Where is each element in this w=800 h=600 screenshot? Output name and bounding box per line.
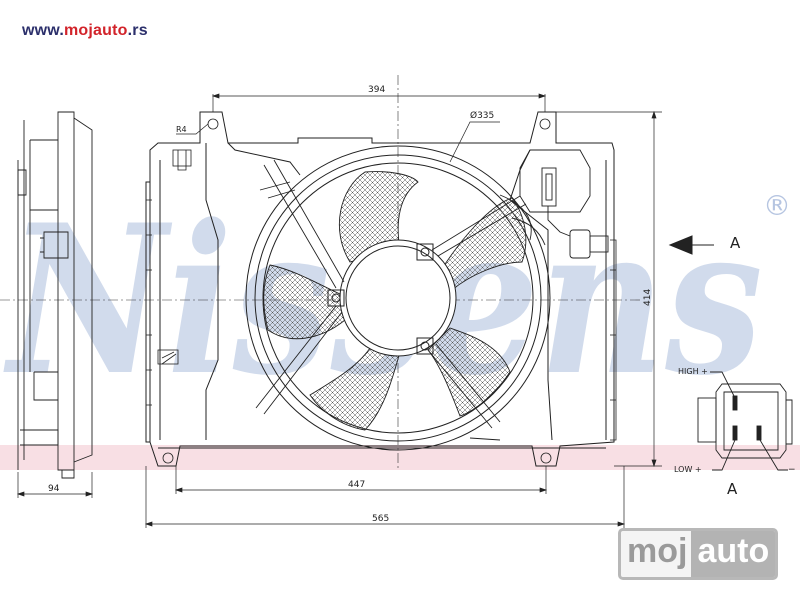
logo-part-auto: auto: [691, 531, 776, 577]
site-url[interactable]: www.mojauto.rs: [22, 22, 148, 40]
fan-hub: [327, 239, 457, 357]
pink-band: [0, 445, 800, 470]
motor-connector: [511, 149, 609, 259]
support-struts: [255, 159, 532, 441]
depth-dimension-label: 94: [48, 484, 60, 494]
shroud-housing: [145, 111, 615, 467]
depth-dimension: [16, 472, 94, 498]
logo-part-moj: moj: [627, 532, 688, 570]
detail-a-label: A: [727, 480, 738, 498]
connector-low-label: LOW +: [674, 465, 702, 474]
site-url-brand: mojauto: [64, 22, 128, 39]
fan-rings: [245, 145, 551, 451]
bottom-width-label: 447: [348, 480, 365, 490]
view-a-label: A: [730, 234, 741, 252]
site-url-suffix: .rs: [127, 22, 148, 39]
connector-minus-label: −: [788, 465, 796, 475]
radius-label: R4: [176, 125, 187, 134]
top-width-dimension: [211, 93, 547, 112]
shroud-details: [157, 118, 617, 464]
height-label: 414: [643, 289, 653, 306]
site-url-prefix: www.: [22, 22, 64, 39]
height-dimension: [556, 110, 662, 468]
bottom-width-dimension: [174, 466, 548, 494]
housing-ticks: [146, 199, 616, 406]
radius-leader: [176, 123, 209, 135]
top-width-label: 394: [368, 85, 385, 95]
diameter-label: Ø335: [470, 110, 494, 121]
side-view: [17, 111, 93, 479]
overall-width-dimension: [144, 466, 626, 528]
connector-high-label: HIGH +: [678, 367, 708, 376]
diameter-leader: [449, 121, 500, 163]
view-a-arrow: [668, 235, 714, 255]
connector-detail: [697, 371, 793, 471]
registered-mark: ®: [763, 189, 791, 222]
overall-width-label: 565: [372, 514, 389, 524]
